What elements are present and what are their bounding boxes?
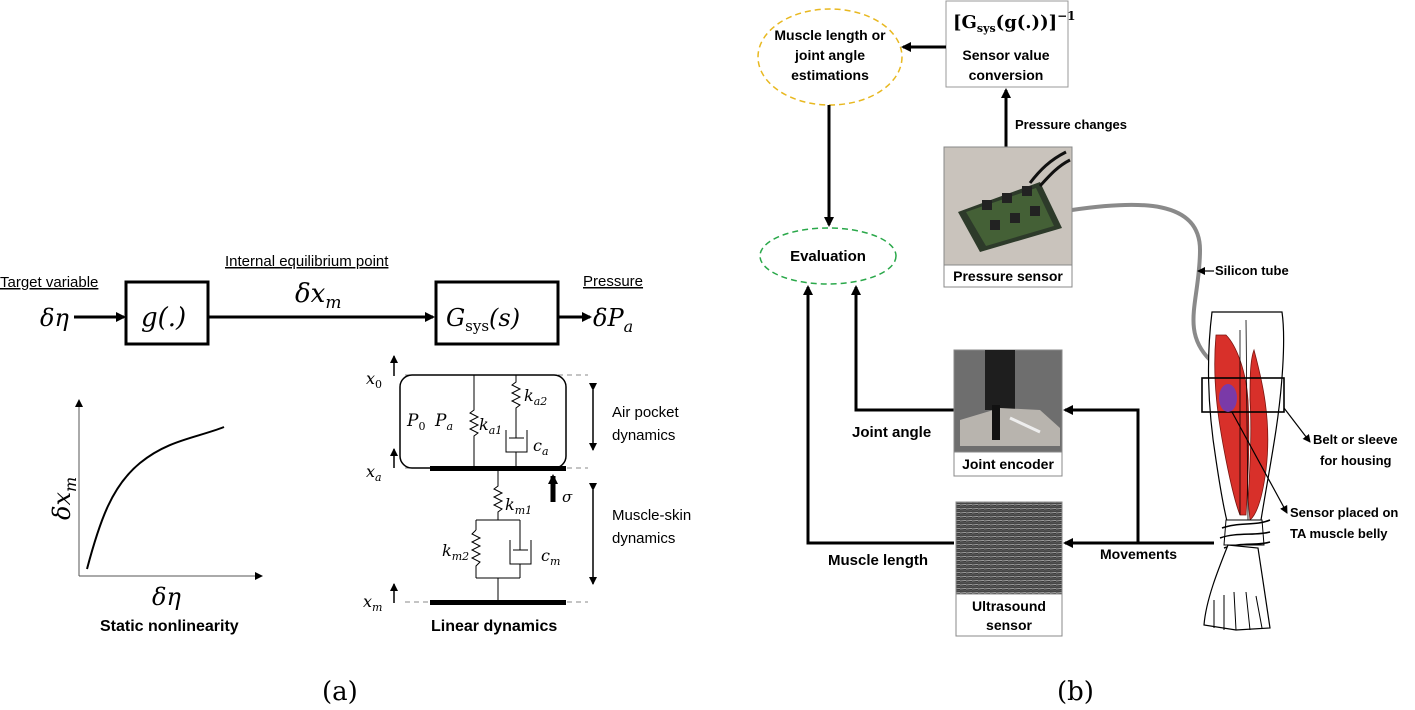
silicon-tube-label: Silicon tube	[1215, 263, 1289, 278]
g-block	[124, 280, 210, 346]
conversion-formula: [Gsys(g(.))]−1	[953, 9, 1076, 35]
gsys-block-label: Gsys(s)	[446, 304, 520, 335]
pressure-changes-label: Pressure changes	[1015, 117, 1127, 132]
g-block-label: g(.)	[141, 303, 186, 333]
pressure-label: Pressure	[583, 273, 643, 290]
km1-symbol: km1	[505, 495, 532, 517]
x0-symbol: x0	[366, 369, 382, 391]
leg-illustration	[1201, 311, 1285, 631]
ka1-spring	[468, 375, 480, 468]
joint-angle-path	[851, 285, 954, 412]
ca-damper	[505, 420, 528, 468]
joint-encoder-caption-box	[953, 451, 1063, 477]
gsys-block	[434, 280, 560, 346]
muscle-length-label: Muscle length	[828, 552, 928, 569]
p0-symbol: P0	[406, 411, 425, 433]
movements-label: Movements	[1100, 546, 1177, 562]
evaluation-label: Evaluation	[790, 248, 866, 265]
linear-dynamics-title: Linear dynamics	[431, 618, 557, 635]
ultrasound-photo	[955, 501, 1063, 595]
silicon-tube	[1071, 202, 1231, 401]
joint-angle-label: Joint angle	[852, 424, 931, 441]
panel-b-caption: (b)	[1057, 677, 1094, 707]
output-symbol: δPa	[593, 304, 633, 336]
pa-symbol: Pa	[434, 411, 453, 433]
pressure-sensor-board	[958, 150, 1071, 252]
conversion-box	[945, 0, 1069, 88]
ca-symbol: ca	[533, 436, 549, 458]
delta-xm-symbol: δxm	[295, 279, 341, 313]
curve-y-label: δxm	[48, 477, 80, 520]
panel-a: Target variable δη g(.) Internal equilib…	[0, 253, 691, 707]
joint-encoder-caption: Joint encoder	[962, 456, 1054, 472]
xa-symbol: xa	[366, 462, 382, 484]
plate-xm	[430, 600, 566, 605]
joint-encoder-foot	[960, 350, 1060, 446]
movements-branch	[1063, 405, 1140, 543]
panel-a-caption: (a)	[322, 677, 358, 707]
evaluation-node	[759, 227, 897, 285]
muscle-length-path	[803, 285, 954, 545]
sensor-spot	[1219, 384, 1237, 412]
sigma-symbol: σ	[562, 488, 573, 506]
ka1-symbol: ka1	[479, 415, 502, 437]
pressure-sensor-caption-box	[943, 264, 1073, 288]
pressure-sensor-caption: Pressure sensor	[953, 268, 1063, 284]
cm-symbol: cm	[541, 546, 560, 568]
km1-spring	[492, 471, 504, 520]
target-variable-label: Target variable	[0, 274, 98, 291]
xm-symbol: xm	[363, 592, 382, 614]
km2-symbol: km2	[442, 541, 469, 563]
sensor-placed-pointer	[1231, 411, 1288, 514]
ka2-symbol: ka2	[524, 386, 547, 408]
nonlinearity-curve	[86, 426, 225, 570]
equilibrium-label: Internal equilibrium point	[225, 253, 389, 270]
muscle-frame	[475, 519, 521, 601]
input-symbol: δη	[40, 304, 69, 332]
static-nonlinearity-title: Static nonlinearity	[100, 618, 239, 635]
km2-spring	[470, 529, 482, 570]
cm-damper	[509, 530, 532, 570]
belt-pointer	[1283, 407, 1311, 443]
ka2-spring	[510, 375, 522, 420]
curve-x-label: δη	[152, 583, 181, 611]
ultrasound-caption-box	[955, 593, 1063, 637]
plate-xa	[430, 466, 566, 471]
